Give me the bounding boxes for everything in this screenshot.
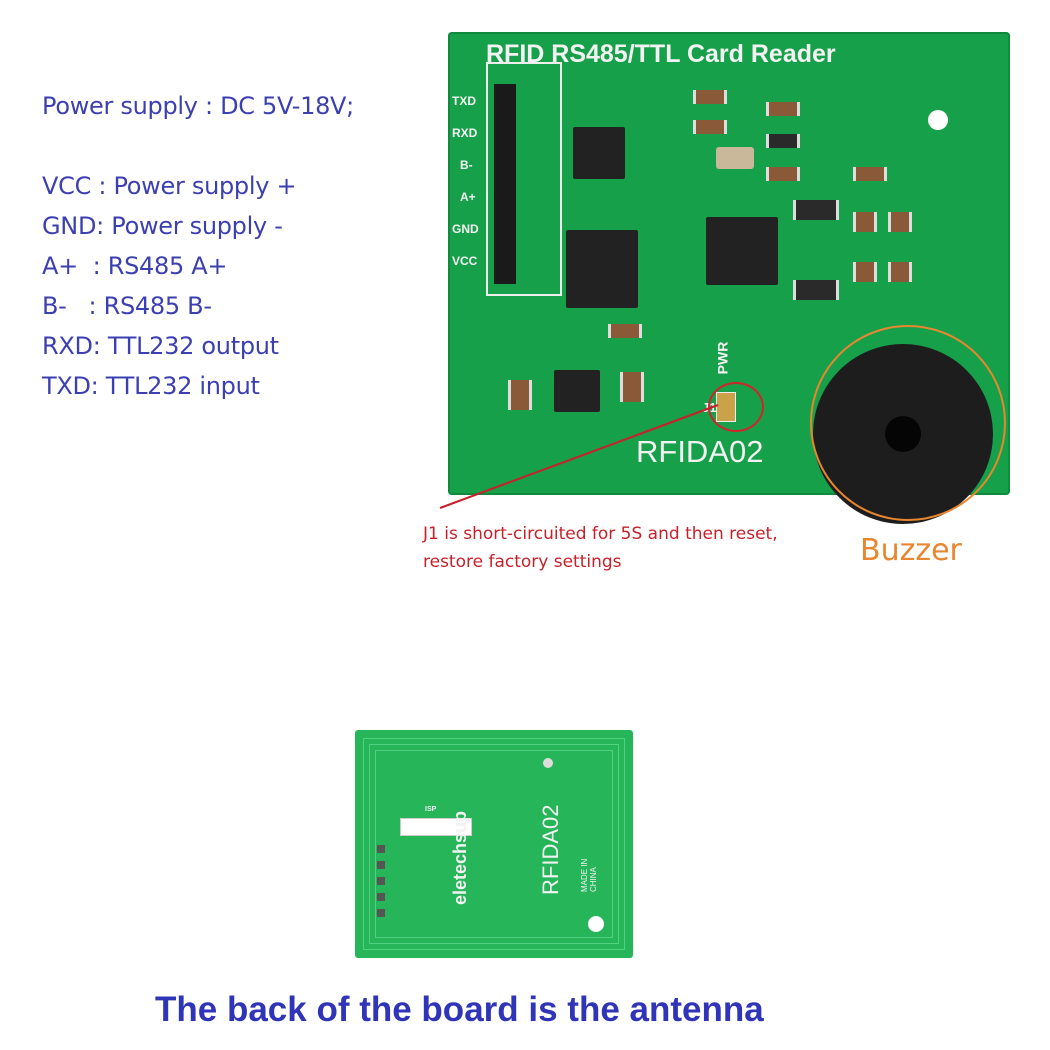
capacitor <box>853 262 877 282</box>
back-brand: eletechsup <box>450 810 470 905</box>
resistor <box>766 134 800 148</box>
pin-spec-txd: TXD: TTL232 input <box>42 372 260 400</box>
mounting-hole <box>928 110 948 130</box>
header-pins <box>494 84 516 284</box>
pin-label: RXD <box>452 126 478 140</box>
power-supply-spec: Power supply : DC 5V-18V; <box>42 92 354 120</box>
j1-highlight-circle <box>708 382 764 432</box>
pin-label: A+ <box>460 190 476 204</box>
capacitor <box>888 262 912 282</box>
pin-label: GND <box>452 222 479 236</box>
pin-spec-rxd: RXD: TTL232 output <box>42 332 279 360</box>
back-origin: MADE IN CHINA <box>580 858 598 892</box>
capacitor <box>693 120 727 134</box>
j1-note-line2: restore factory settings <box>423 552 622 572</box>
pin-label: B- <box>460 158 473 172</box>
pin-label: TXD <box>452 94 476 108</box>
isp-label: ISP <box>425 806 437 813</box>
caption: The back of the board is the antenna <box>155 990 764 1029</box>
capacitor <box>766 167 800 181</box>
inductor <box>793 280 839 300</box>
capacitor <box>853 167 887 181</box>
j1-note-line1: J1 is short-circuited for 5S and then re… <box>423 524 778 544</box>
capacitor <box>620 372 644 402</box>
mounting-hole <box>543 758 553 768</box>
pin-header-outline <box>486 62 562 296</box>
board-back: ISP eletechsup RFIDA02 MADE IN CHINA <box>355 730 633 958</box>
ic-chip <box>566 230 638 308</box>
crystal <box>716 147 754 169</box>
capacitor <box>693 90 727 104</box>
isp-pads <box>400 818 472 836</box>
pin-label: VCC <box>452 254 478 268</box>
pin-spec-b: B- : RS485 B- <box>42 292 212 320</box>
pin-spec-vcc: VCC : Power supply + <box>42 172 297 200</box>
buzzer-highlight-circle <box>810 325 1006 521</box>
buzzer-label: Buzzer <box>860 533 962 568</box>
capacitor <box>853 212 877 232</box>
capacitor <box>766 102 800 116</box>
ic-chip <box>573 127 625 179</box>
edge-pads <box>377 845 385 925</box>
mcu-chip <box>706 217 778 285</box>
j1-note: J1 is short-circuited for 5S and then re… <box>423 520 778 576</box>
regulator <box>554 370 600 412</box>
back-model: RFIDA02 <box>538 804 563 895</box>
pin-spec-gnd: GND: Power supply - <box>42 212 283 240</box>
inductor <box>793 200 839 220</box>
capacitor <box>608 324 642 338</box>
mounting-hole <box>588 916 604 932</box>
capacitor <box>508 380 532 410</box>
capacitor <box>888 212 912 232</box>
board-model: RFIDA02 <box>636 434 764 469</box>
pin-spec-a: A+ : RS485 A+ <box>42 252 228 280</box>
